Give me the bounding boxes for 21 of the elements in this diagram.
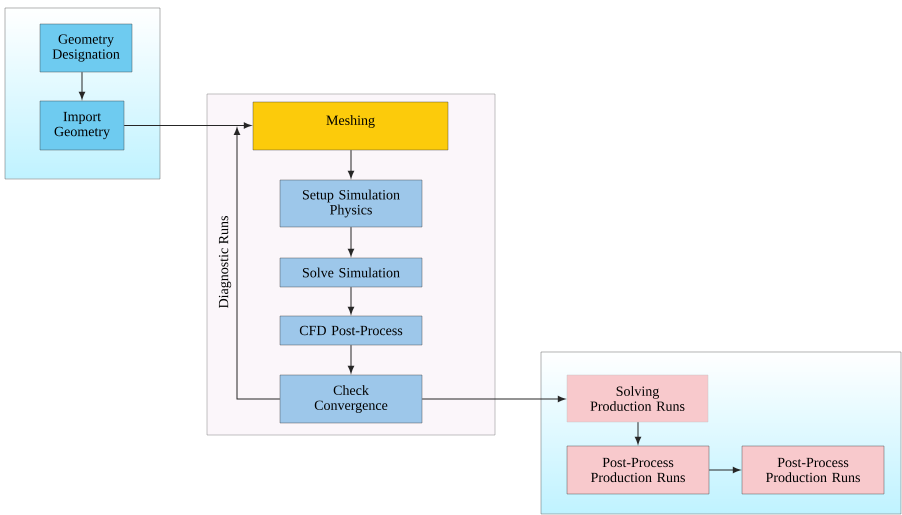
process-box: Post-Process Production Runs — [566, 446, 710, 494]
process-box: Setup Simulation Physics — [280, 180, 422, 228]
arrow — [124, 122, 252, 129]
process-box: CFD Post-Process — [280, 316, 422, 346]
arrow — [348, 226, 354, 256]
arrow — [422, 396, 566, 402]
arrow — [348, 344, 354, 374]
process-box: Solving Production Runs — [566, 374, 708, 422]
process-box: Solve Simulation — [280, 258, 422, 288]
process-box: Geometry Designation — [40, 24, 132, 72]
arrow — [234, 128, 280, 400]
process-box: Import Geometry — [40, 100, 124, 150]
process-box: Post-Process Production Runs — [742, 446, 884, 494]
arrow — [348, 150, 354, 178]
arrow — [708, 466, 740, 474]
arrow — [634, 422, 642, 444]
edge-label: Diagnostic Runs — [218, 216, 232, 308]
arrow — [348, 286, 354, 314]
process-box: Meshing — [252, 102, 448, 150]
arrow — [78, 72, 86, 100]
process-box: Check Convergence — [280, 374, 422, 424]
